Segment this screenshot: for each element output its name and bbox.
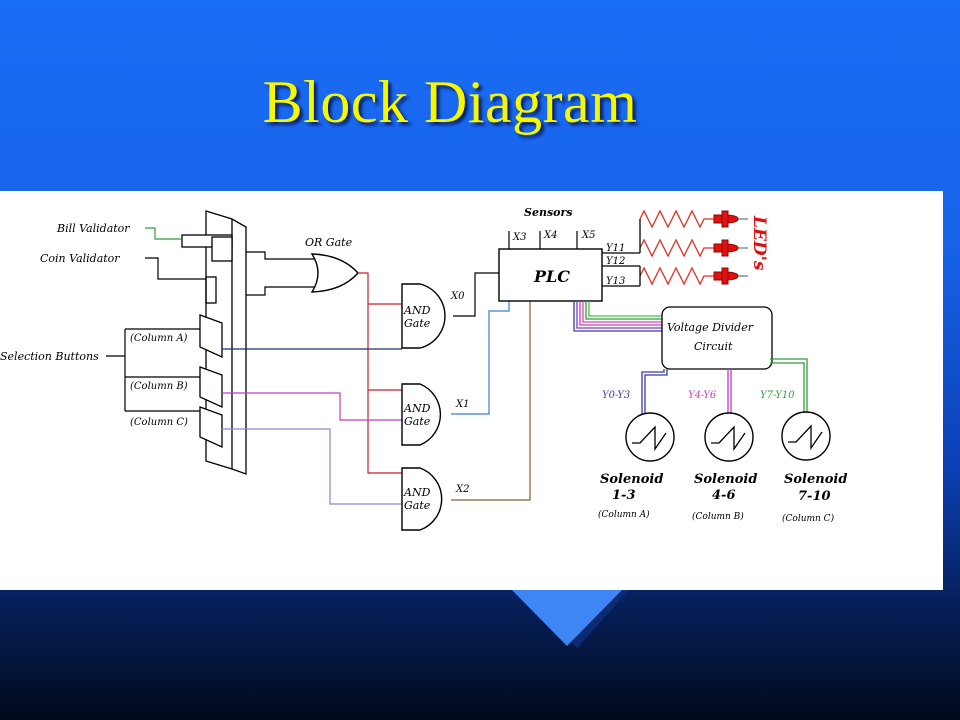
solenoid-3: Y7-Y10 Solenoid 7-10 (Column C) [760, 390, 847, 524]
solenoid-2-range: Y4-Y6 [688, 390, 717, 401]
column-c-label: (Column C) [130, 417, 188, 428]
solenoid-3-range: Y7-Y10 [760, 390, 795, 401]
solenoid-2: Y4-Y6 Solenoid 4-6 (Column B) [688, 390, 757, 522]
validator-panel [181, 210, 247, 475]
and-gate-2-label-2: Gate [404, 415, 431, 428]
and-gate-3-label-2: Gate [404, 499, 431, 512]
diagram-panel: Bill Validator Coin Validator Selection … [0, 191, 943, 590]
and-gate-2: AND Gate X1 [401, 301, 510, 446]
solenoid-2-label-2: 4-6 [712, 488, 736, 503]
voltage-divider-label-2: Circuit [694, 340, 733, 353]
block-diagram: Bill Validator Coin Validator Selection … [0, 206, 847, 531]
left-labels: Bill Validator Coin Validator Selection … [0, 222, 206, 428]
plc-block: Sensors X3 X4 X5 PLC Y11 Y12 Y13 [498, 206, 640, 302]
signal-x1-label: X1 [455, 399, 469, 410]
solenoid-2-column: (Column B) [692, 511, 744, 522]
signal-x0-label: X0 [450, 291, 465, 302]
output-y11-label: Y11 [606, 243, 625, 254]
solenoid-3-label-1: Solenoid [784, 472, 847, 487]
bill-validator-label: Bill Validator [56, 222, 130, 235]
solenoid-3-label-2: 7-10 [798, 489, 831, 504]
sensor-x4-label: X4 [543, 230, 557, 241]
output-y12-label: Y12 [606, 256, 625, 267]
solenoid-1-label-1: Solenoid [600, 472, 663, 487]
sensors-label: Sensors [524, 206, 572, 219]
and-gate-1: AND Gate X0 [401, 272, 499, 349]
voltage-divider: Voltage Divider Circuit [661, 306, 773, 370]
plc-label: PLC [533, 267, 570, 286]
sensor-x5-label: X5 [581, 230, 595, 241]
divider-outputs [641, 358, 808, 418]
voltage-divider-label-1: Voltage Divider [667, 321, 754, 334]
selection-buttons-label: Selection Buttons [0, 350, 99, 363]
solenoid-3-column: (Column C) [782, 513, 835, 524]
solenoid-2-label-1: Solenoid [694, 472, 757, 487]
and-gate-2-label-1: AND [403, 402, 431, 415]
solenoid-1-column: (Column A) [598, 509, 650, 520]
or-gate-label: OR Gate [305, 236, 353, 249]
and-gate-1-label-1: AND [403, 304, 431, 317]
slide-title: Block Diagram [262, 69, 638, 135]
output-y13-label: Y13 [606, 276, 625, 287]
and-gate-3: AND Gate X2 [401, 301, 531, 531]
solenoid-1-label-2: 1-3 [612, 488, 636, 503]
or-gate: OR Gate [246, 236, 402, 474]
and-gate-3-label-1: AND [403, 486, 431, 499]
output-bus [573, 301, 662, 332]
leds-label: LED's [749, 215, 769, 271]
down-arrow-decoration [512, 590, 622, 646]
column-a-label: (Column A) [130, 333, 188, 344]
leds [713, 210, 748, 285]
sensor-x3-label: X3 [512, 232, 526, 243]
signal-x2-label: X2 [455, 484, 469, 495]
solenoid-1-range: Y0-Y3 [602, 390, 630, 401]
solenoid-1: Y0-Y3 Solenoid 1-3 (Column A) [598, 390, 675, 520]
coin-validator-label: Coin Validator [40, 252, 120, 265]
and-gate-1-label-2: Gate [404, 317, 431, 330]
resistors [639, 209, 714, 286]
column-b-label: (Column B) [130, 381, 188, 392]
